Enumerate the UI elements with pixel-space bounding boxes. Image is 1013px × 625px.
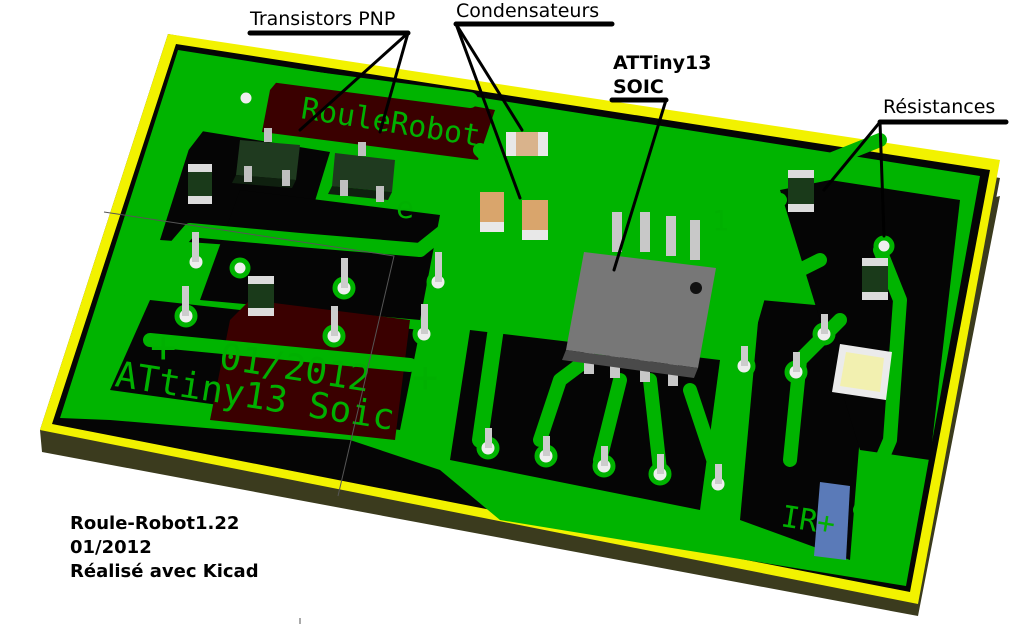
capacitor-3 (522, 200, 548, 240)
capacitor-2 (480, 192, 504, 232)
attiny13-soic-chip (562, 212, 716, 386)
resistor-3 (788, 170, 814, 212)
label-resistances: Résistances (883, 96, 996, 118)
label-condensateurs: Condensateurs (456, 0, 600, 22)
resistor-2 (248, 276, 274, 316)
silk-e-label: e (396, 191, 414, 226)
callout-lines (247, 21, 1009, 272)
ir-receiver (814, 482, 850, 560)
silk-one-label: 1 (712, 204, 729, 237)
label-transistors-pnp: Transistors PNP (250, 8, 396, 30)
project-info: Roule-Robot1.22 01/2012 Réalisé avec Kic… (70, 512, 259, 584)
pnp-transistor-1 (232, 128, 300, 188)
silk-ir-label: IR+ (779, 499, 838, 542)
resistor-1 (188, 164, 212, 204)
led-component (832, 344, 892, 400)
silk-plus-left: + (150, 322, 177, 373)
guide-lines (103, 211, 395, 624)
resistor-4 (862, 258, 888, 300)
label-attiny13: ATTiny13 (613, 52, 712, 74)
silkscreen-blocks (210, 72, 495, 440)
through-hole-pins (174, 87, 895, 496)
label-soic: SOIC (613, 76, 664, 98)
info-project-name: Roule-Robot1.22 (70, 513, 240, 534)
info-made-with: Réalisé avec Kicad (70, 561, 259, 582)
capacitor-1 (506, 132, 548, 156)
silk-plus-right: + (412, 352, 439, 403)
info-date: 01/2012 (70, 537, 152, 558)
pnp-transistor-2 (328, 142, 395, 202)
